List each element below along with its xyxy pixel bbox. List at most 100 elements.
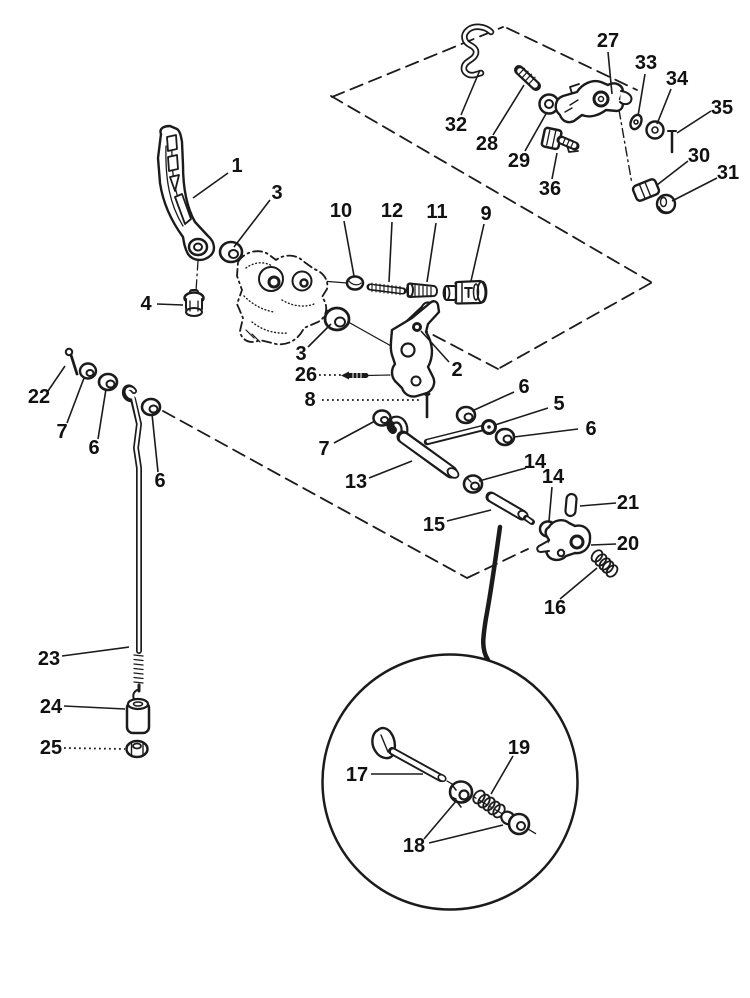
leader-line-35 (676, 110, 712, 134)
plane-edge-lower-right (497, 282, 652, 370)
leader-line-18-1 (428, 824, 504, 844)
leader-line-13 (368, 460, 413, 479)
part-18-nut-rear (500, 810, 531, 836)
bracket20-tab (536, 540, 550, 553)
leader-line-34 (656, 88, 672, 125)
link5-rod-core (426, 426, 484, 443)
part-3-washer-upper (218, 240, 244, 264)
swivel9-inner-ring (472, 283, 480, 301)
callout-33-12: 33 (635, 52, 657, 74)
cam2-hole-top (412, 322, 422, 332)
nut18b-hole (516, 821, 526, 831)
callout-32-7: 32 (445, 114, 467, 136)
callout-9-6: 9 (480, 203, 491, 225)
lever-boss-hole (193, 242, 203, 252)
lever-boss (187, 237, 209, 257)
axis-line-lower (162, 410, 468, 579)
hook32-core (462, 25, 493, 77)
part-6-washer-d (494, 427, 516, 447)
leader-line-14 (478, 467, 527, 482)
part-6-washer-c (455, 405, 477, 425)
detail-leader-curve (481, 524, 503, 663)
leader-line-29 (524, 111, 548, 152)
spring16-coil (594, 553, 608, 567)
spring19-coil (472, 789, 486, 805)
callout-3-18: 3 (295, 343, 306, 365)
spring16-coil (590, 549, 604, 563)
spring19-coil (482, 796, 496, 812)
washer-6c-hole (463, 412, 474, 422)
leader-line-23 (61, 646, 130, 657)
callout-5-27: 5 (553, 393, 564, 415)
part-2-cam-plate (389, 300, 441, 398)
leader-line-27 (607, 51, 613, 95)
rod23-core (125, 387, 141, 653)
part-36-bolt (540, 126, 580, 151)
leader-line-32 (460, 69, 481, 116)
bracket27-body (554, 79, 625, 124)
pin8-head (423, 392, 431, 396)
part-31-cap (655, 193, 677, 215)
callout-25-38: 25 (40, 737, 62, 759)
rod23-thread (133, 654, 144, 657)
bolt36-facet-1 (545, 129, 551, 146)
swivel9-cap (476, 280, 488, 304)
callout-35-14: 35 (711, 97, 733, 119)
leader-line-5 (494, 407, 549, 426)
part-13-throttle-link (386, 415, 460, 479)
plane-edge-top-left (331, 26, 504, 98)
cap31-hole (659, 196, 668, 208)
nut29-hole (544, 99, 554, 109)
detail-view (321, 524, 579, 911)
leader-line-9 (470, 223, 485, 282)
washer33-hole (633, 119, 639, 125)
leader-line-28 (492, 84, 525, 136)
lever-cutout-4 (174, 193, 192, 225)
link5-eyelet-hole (487, 425, 491, 429)
leader-line-7 (333, 420, 376, 444)
callout-6-24: 6 (154, 470, 165, 492)
callout-6-23: 6 (88, 437, 99, 459)
rod17-paddle-line (380, 734, 389, 753)
spacer15-nub-core (525, 517, 533, 523)
rod23-body (121, 384, 142, 654)
bracket27-hole (597, 95, 605, 103)
part-18-bushing-front (448, 780, 474, 808)
bushing30-groove-1 (638, 184, 646, 199)
link13-tube-core (399, 433, 455, 476)
nut29-facet-1 (540, 95, 546, 100)
part-16-spring (590, 549, 619, 578)
part-33-washer (629, 113, 643, 131)
rod23-thread (133, 672, 144, 675)
link13-end (446, 467, 460, 479)
nut34-facet-1 (647, 121, 652, 126)
callout-34-13: 34 (666, 68, 689, 90)
callout-18-41: 18 (403, 835, 425, 857)
bolt4-base (185, 307, 203, 317)
leader-line-4 (156, 303, 184, 306)
bolt36-thread (565, 138, 571, 148)
leader-line-11 (426, 222, 437, 283)
leader-line-16 (559, 567, 598, 600)
leader-line-2 (420, 330, 450, 363)
bushing30-body (631, 178, 661, 202)
callout-6-26: 6 (518, 376, 529, 398)
callout-21-33: 21 (617, 492, 639, 514)
leader-line-10 (343, 220, 355, 277)
part-21-pin (564, 492, 578, 518)
bracket27-hook (619, 90, 633, 106)
leader-line-14 (548, 486, 553, 522)
nut34-facet-2 (658, 133, 663, 138)
bolt36-thread (561, 137, 567, 146)
leader-line-6 (471, 391, 515, 412)
callout-19-40: 19 (508, 737, 530, 759)
leader-line-12 (388, 221, 393, 283)
bolt36-facet-2 (551, 129, 557, 148)
part-23-shift-rod (121, 384, 144, 693)
swivel9-stub-cap (442, 285, 451, 301)
plane-edge-long (330, 95, 652, 283)
part-12-threaded-rod (366, 282, 407, 296)
nut34-hole (651, 126, 659, 134)
